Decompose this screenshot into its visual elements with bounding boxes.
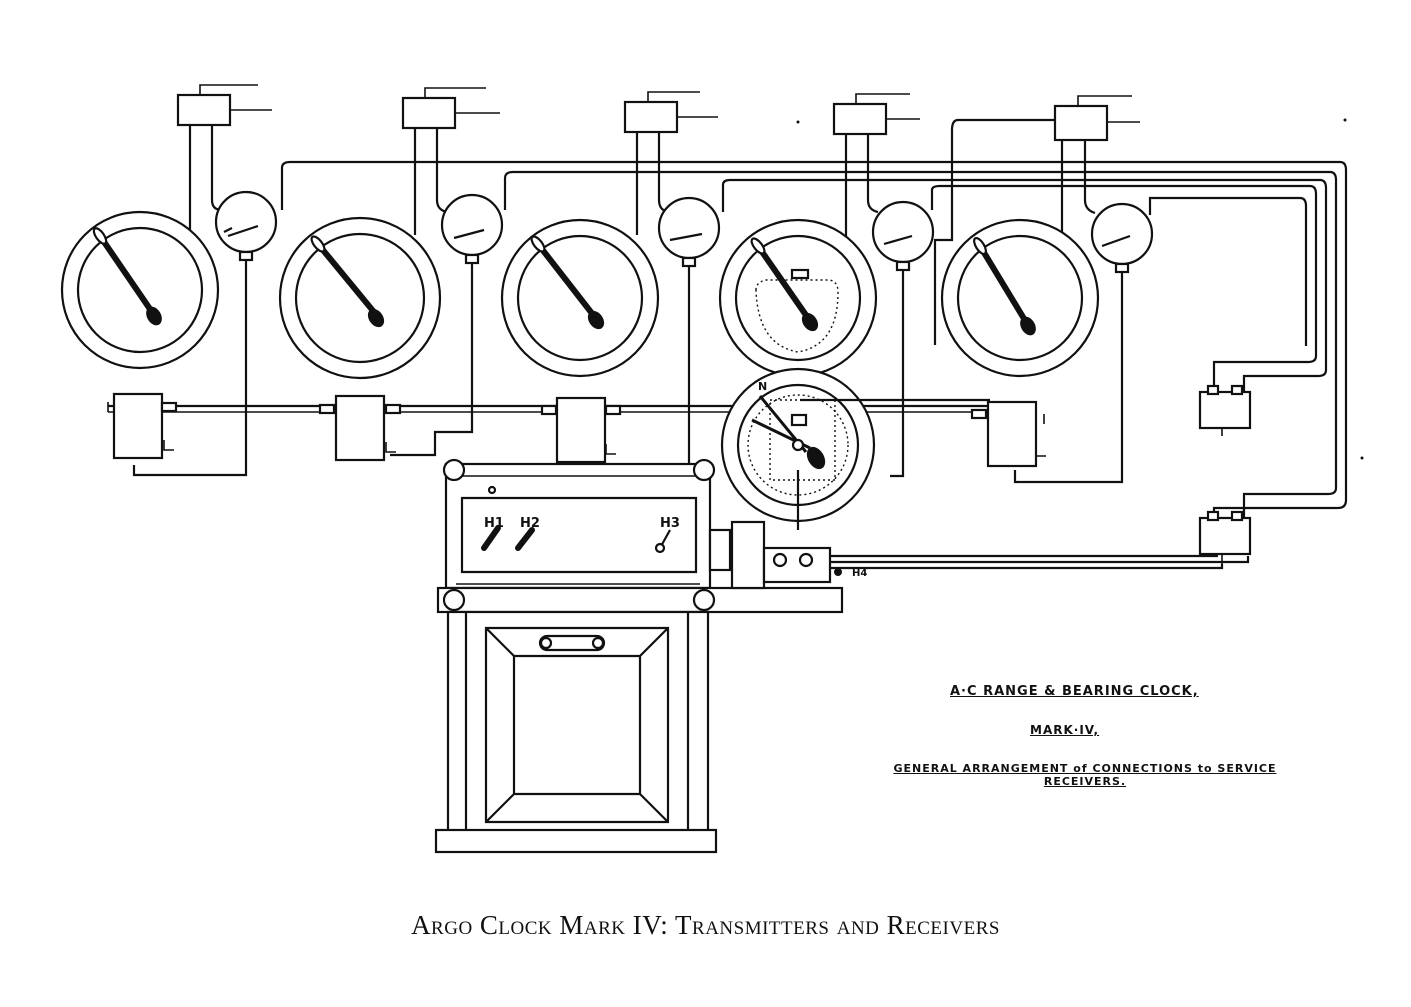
- junction-box-1: [176, 84, 272, 230]
- handle-label-h2: H2: [520, 516, 540, 531]
- dial-label-n: N: [758, 380, 767, 393]
- receiver-dial-5: [940, 218, 1100, 378]
- repeater-dial-2: [390, 193, 504, 457]
- handle-label-h3: H3: [660, 516, 680, 531]
- title-line-1: A·C RANGE & BEARING CLOCK,: [950, 684, 1199, 699]
- repeater-dial-4: [871, 200, 935, 478]
- handle-label-h4: H4: [852, 568, 867, 579]
- title-line-2: MARK·IV,: [1030, 723, 1100, 737]
- receiver-dial-4: [718, 218, 878, 378]
- junction-box-5: [933, 95, 1140, 345]
- repeater-dial-1: [132, 190, 278, 477]
- master-dial: [720, 367, 990, 530]
- handle-label-h1: H1: [484, 516, 504, 531]
- bus-wiring: [280, 160, 1348, 520]
- junction-box-3: [623, 91, 718, 235]
- right-junction-box-1: [1198, 384, 1252, 436]
- clock-cabinet: [434, 458, 1250, 854]
- repeater-dial-5: [1013, 202, 1154, 484]
- receiver-dial-1: [60, 210, 220, 370]
- transmitter-row: [107, 392, 1046, 468]
- junction-box-4: [832, 93, 920, 270]
- figure-caption: Argo Clock Mark IV: Transmitters and Rec…: [411, 910, 1000, 940]
- receiver-dial-3: [500, 218, 660, 378]
- title-line-3: GENERAL ARRANGEMENT of CONNECTIONS to SE…: [893, 762, 1277, 788]
- receiver-dial-2: [278, 216, 442, 380]
